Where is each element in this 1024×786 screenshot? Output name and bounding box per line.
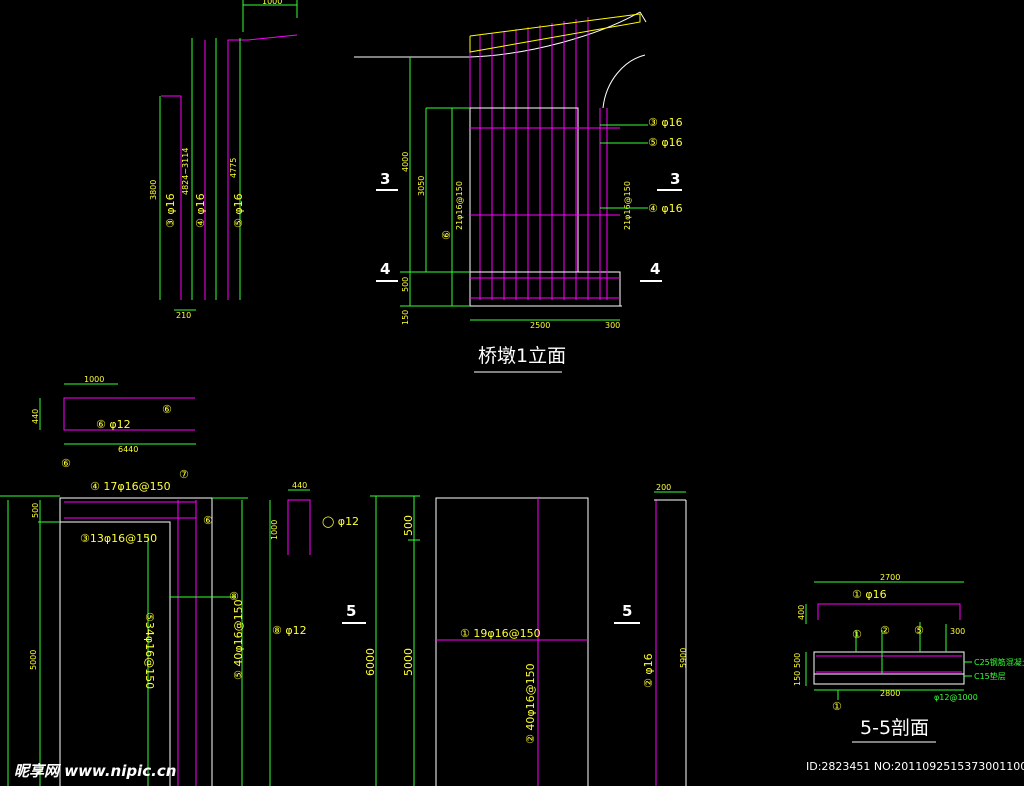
dim-1000-rebar6: 1000 xyxy=(84,375,104,384)
section-5-5-detail: 2700 ① φ16 400 ① ② ⑤ 300 500 150 2800 C2… xyxy=(793,573,1024,743)
section-mark-3-right: 3 xyxy=(670,170,680,188)
note-bottom-rebar: φ12@1000 xyxy=(934,693,978,702)
dim-500: 500 xyxy=(401,277,410,292)
section-mark-4-left: 4 xyxy=(380,260,390,278)
dim-300: 300 xyxy=(605,321,620,330)
section-5-view: 5 5 500 6000 5000 ① 19φ16@150 ② 40φ16@15… xyxy=(342,483,688,786)
dim-5000-left: 5000 xyxy=(29,650,38,670)
label-rebar-3-right: ③ φ16 xyxy=(648,116,683,129)
label-circ6-a: ⑥ xyxy=(61,457,71,470)
watermark: 昵享网 www.nipic.cn xyxy=(14,762,176,780)
dim-6000: 6000 xyxy=(364,648,377,676)
label-rebar-5: ⑤ φ16 xyxy=(232,193,245,228)
title-elevation: 桥墩1立面 xyxy=(478,345,566,367)
label-rebar-5-right: ⑤ φ16 xyxy=(648,136,683,149)
label-rebar-2-40: ② 40φ16@150 xyxy=(524,663,537,744)
dim-2800: 2800 xyxy=(880,689,900,698)
dim-2700: 2700 xyxy=(880,573,900,582)
label-rebar-4: ④ φ16 xyxy=(194,193,207,228)
label-rebar-8-12: ⑧ φ12 xyxy=(272,624,307,637)
dim-4000: 4000 xyxy=(401,152,410,172)
label-rebar-4-17: ④ 17φ16@150 xyxy=(90,480,171,493)
label-col-spacing-2: 21φ16@150 xyxy=(623,181,632,230)
dim-500-left: 500 xyxy=(31,503,40,518)
dim-1000-top: 1000 xyxy=(262,0,282,6)
label-circ6-b: ⑥ xyxy=(203,514,213,527)
label-rebar-5-40: ⑤ 40φ16@150 xyxy=(232,599,245,680)
dim-440: 440 xyxy=(31,409,40,424)
label-rebar-5-34: ⑤34φ16@150 xyxy=(143,612,156,689)
dim-150-5-5: 150 xyxy=(793,671,802,686)
dim-210: 210 xyxy=(176,311,191,320)
dim-4775: 4775 xyxy=(229,158,238,178)
dim-5000-s5: 5000 xyxy=(402,648,415,676)
label-5-5-circ1-bottom: ① xyxy=(832,700,842,713)
label-rebar-6-12: ⑥ φ12 xyxy=(96,418,131,431)
label-rebar-4-right: ④ φ16 xyxy=(648,202,683,215)
dim-440-b: 440 xyxy=(292,481,307,490)
label-rebar-1-16: ① φ16 xyxy=(852,588,887,601)
label-5-5-circ5: ⑤ xyxy=(914,624,924,637)
image-id: ID:2823451 NO:20110925153730011000 xyxy=(806,760,1024,773)
rebar-8-detail: 440 1000 ⑧ φ12 ◯ φ12 xyxy=(269,481,359,786)
dim-6440: 6440 xyxy=(118,445,138,454)
dim-400: 400 xyxy=(797,605,806,620)
label-circ6-top: ⑥ xyxy=(162,403,172,416)
dim-4824: 4824~3114 xyxy=(181,148,190,195)
section-mark-3-left: 3 xyxy=(380,170,390,188)
section-mark-4-right: 4 xyxy=(650,260,660,278)
dim-3800: 3800 xyxy=(149,180,158,200)
dim-300-5-5: 300 xyxy=(950,627,965,636)
label-circ8: ⑧ xyxy=(229,590,239,603)
dim-3050: 3050 xyxy=(417,176,426,196)
rebar-detail-group-top-left: 1000 210 3800 4824~3114 4775 ③ φ16 ④ φ16… xyxy=(149,0,298,320)
lower-left-elevation: 500 5000 ④ 17φ16@150 ③13φ16@150 ⑤34φ16@1… xyxy=(0,457,248,786)
note-c15: C15垫层 xyxy=(974,671,1006,681)
dim-150: 150 xyxy=(401,310,410,325)
title-section-5-5: 5-5剖面 xyxy=(860,717,929,739)
label-rebar-3: ③ φ16 xyxy=(164,193,177,228)
section-mark-5-left: 5 xyxy=(346,602,356,620)
dim-500-5-5: 500 xyxy=(793,653,802,668)
rebar-6-detail: 1000 440 6440 ⑥ φ12 ⑥ xyxy=(31,375,196,454)
dim-1000-r8: 1000 xyxy=(270,520,279,540)
label-rebar-6-col: ⑥ xyxy=(440,230,453,240)
dim-5900: 5900 xyxy=(679,648,688,668)
vertical-rebars xyxy=(469,17,589,300)
label-col-spacing-1: 21φ16@150 xyxy=(455,181,464,230)
label-rebar-2-16: ② φ16 xyxy=(642,653,655,688)
pier-elevation: 4000 3050 500 150 2500 300 ⑥ 21φ16@150 2… xyxy=(354,11,683,373)
label-rebar-1-19: ① 19φ16@150 xyxy=(460,627,541,640)
dim-2500: 2500 xyxy=(530,321,550,330)
label-5-5-circ1: ① xyxy=(852,628,862,641)
label-5-5-circ2: ② xyxy=(880,624,890,637)
label-rebar-3-13: ③13φ16@150 xyxy=(80,532,157,545)
label-rebar-0-12: ◯ φ12 xyxy=(322,515,359,528)
dim-200: 200 xyxy=(656,483,671,492)
dim-500-s5: 500 xyxy=(402,515,415,536)
section-mark-5-right: 5 xyxy=(622,602,632,620)
label-circ7: ⑦ xyxy=(179,468,189,481)
note-c25: C25钢筋混凝土 xyxy=(974,657,1024,667)
